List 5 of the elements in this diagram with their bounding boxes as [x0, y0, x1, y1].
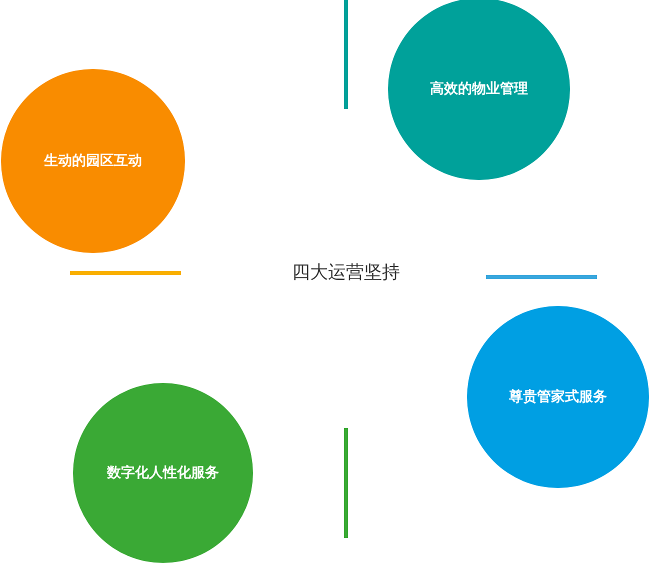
- node-label: 数字化人性化服务: [107, 464, 219, 482]
- node-label: 高效的物业管理: [430, 80, 528, 98]
- diagram-title: 四大运营坚持: [291, 261, 401, 284]
- node-label: 生动的园区互动: [44, 152, 142, 170]
- node-label: 尊贵管家式服务: [509, 388, 607, 406]
